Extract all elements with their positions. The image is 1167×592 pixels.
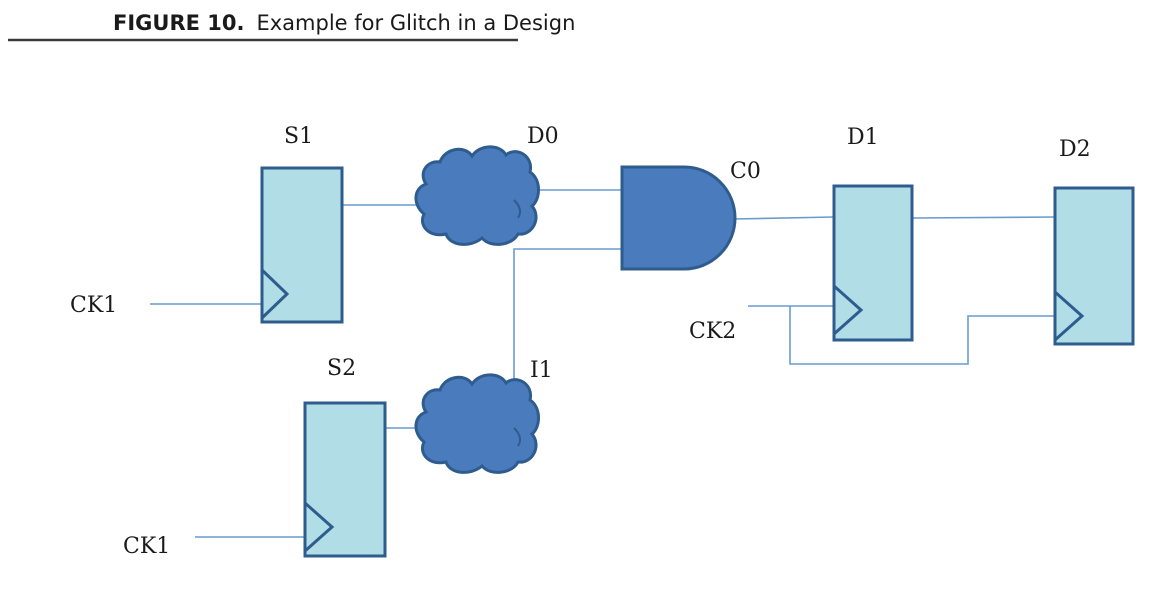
flop-d2 [1053,186,1135,346]
and-gate-c0 [620,165,737,271]
logic-cloud-i1 [414,373,540,474]
logic-cloud-d0 [414,145,540,246]
label-d2: D2 [1059,137,1091,162]
label-i1: I1 [530,358,553,383]
label-s2: S2 [327,356,356,381]
flop-s2 [303,401,387,558]
label-s1: S1 [284,124,313,149]
wire-i1-to-c0 [513,248,622,395]
flop-s1 [260,166,344,324]
label-d1: D1 [847,125,879,150]
figure-number: FIGURE 10. [113,11,244,35]
figure-title: Example for Glitch in a Design [256,11,575,35]
figure-caption: FIGURE 10. Example for Glitch in a Desig… [113,11,575,35]
label-d0: D0 [527,124,559,149]
label-c0: C0 [730,159,761,184]
wire-d1-to-d2 [911,216,1056,219]
wire-ck2-to-d2 [789,306,1055,365]
label-ck2: CK2 [689,319,736,344]
label-ck1-top: CK1 [70,293,117,318]
wire-c0-to-d1 [733,216,835,220]
label-ck1-bottom: CK1 [123,534,170,559]
flop-d1 [832,184,914,342]
